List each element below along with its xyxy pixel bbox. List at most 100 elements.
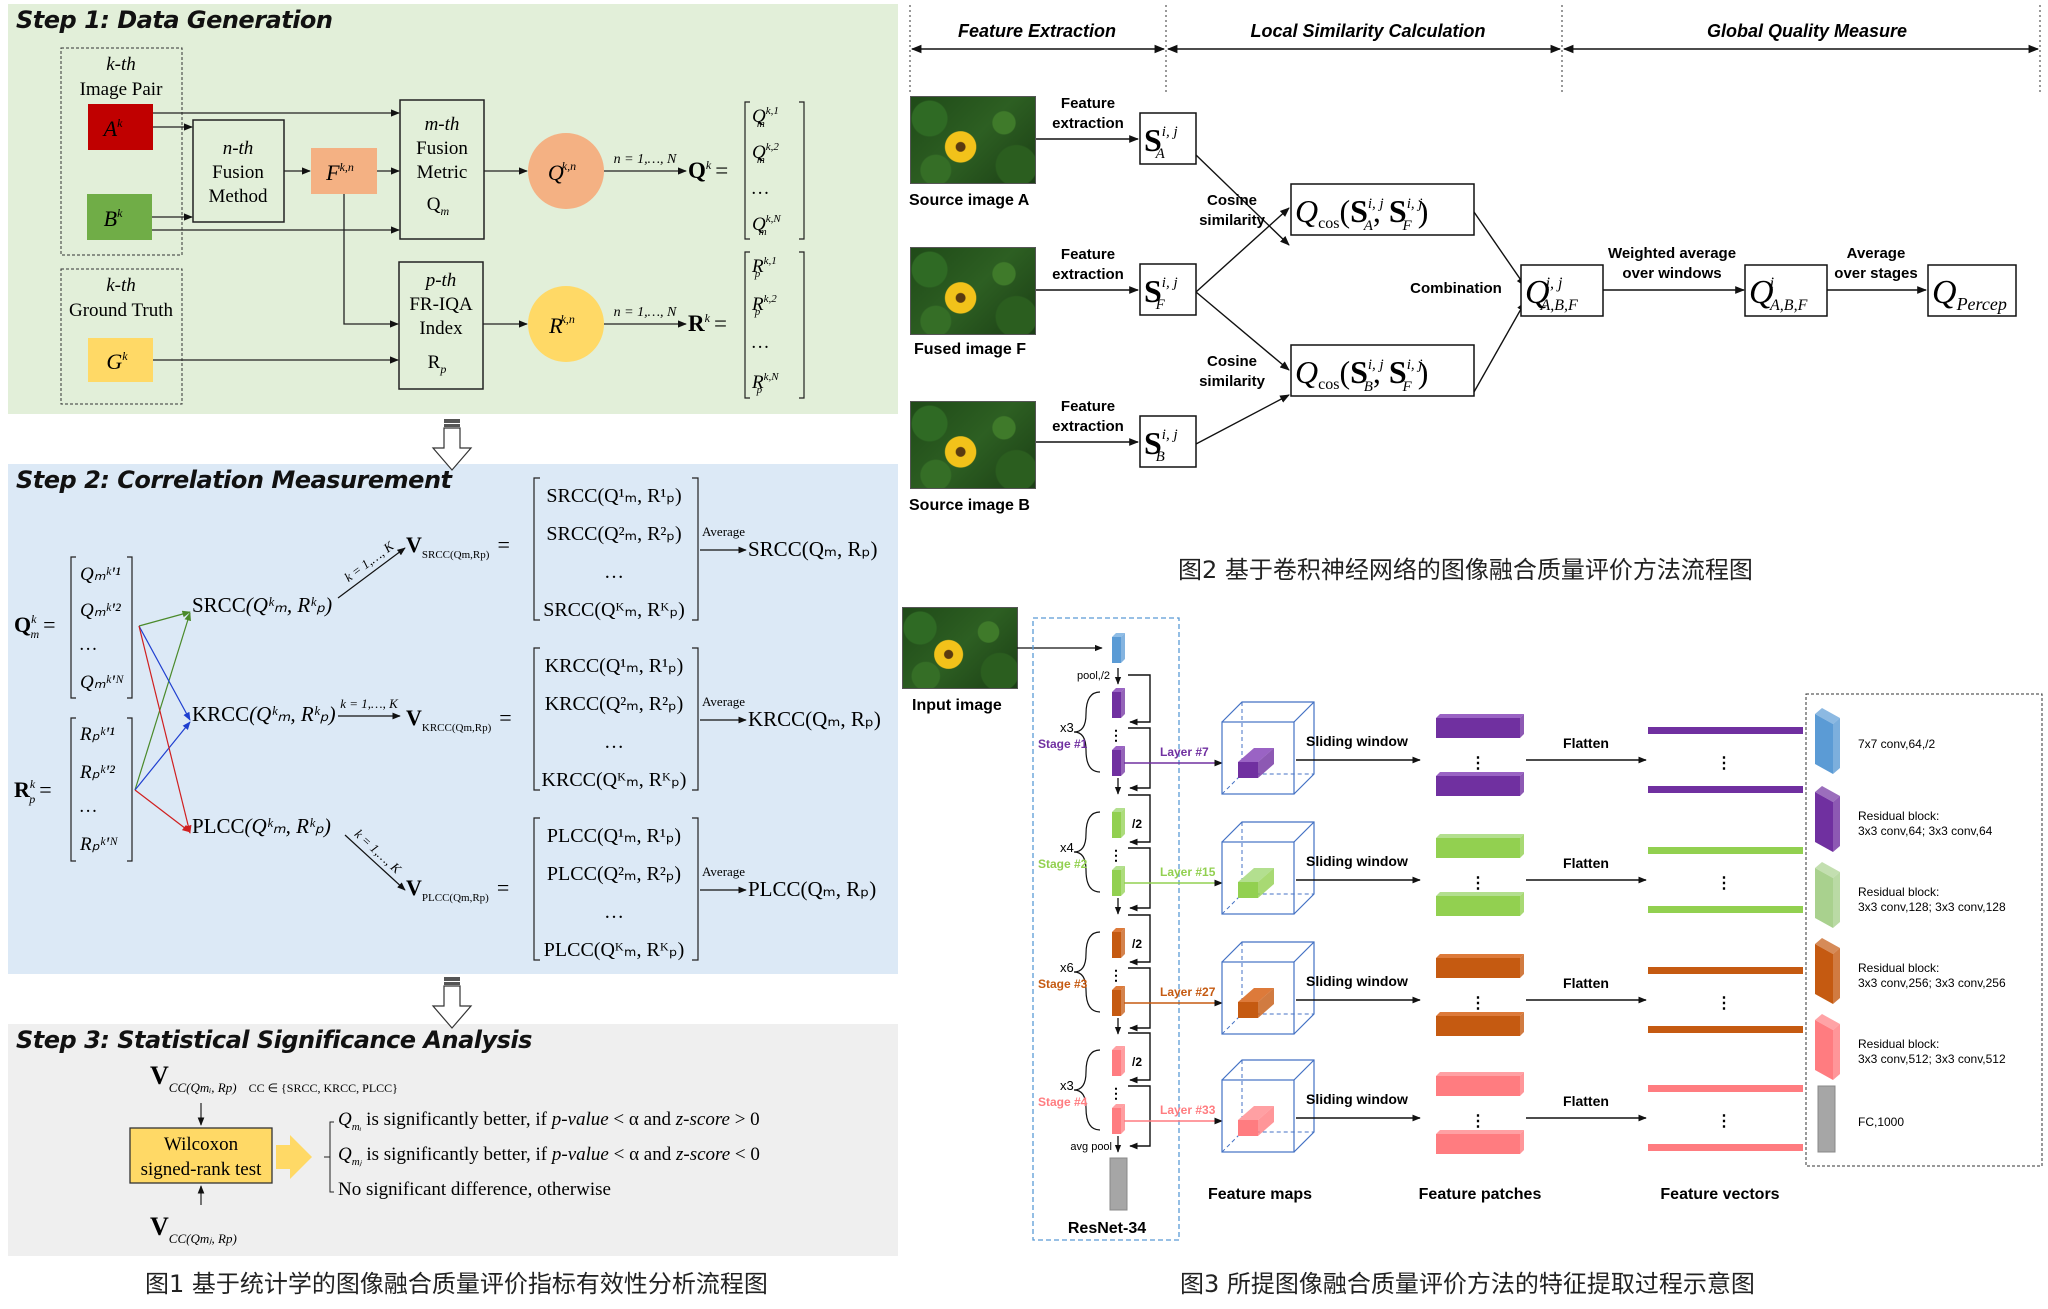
stage-brace (1073, 1049, 1101, 1131)
input-image (902, 607, 1018, 689)
feature-vector (1648, 786, 1803, 793)
feature-vector (1648, 1085, 1803, 1092)
feature-map-cube (1221, 721, 1295, 795)
avg-pool-label: avg pool (1070, 1141, 1112, 1153)
ground-truth-label-2: Ground Truth (69, 300, 173, 321)
flatten-label: Flatten (1563, 735, 1609, 751)
stage-repeat-label: x3 (1060, 720, 1074, 735)
step1-panel (8, 4, 898, 414)
fusion-method-line3: Method (208, 186, 268, 207)
ellipsis-icon: ⋮ (1470, 875, 1486, 892)
source-image-b (910, 401, 1036, 489)
fused-image-f (910, 247, 1036, 335)
pool-label: pool,/2 (1077, 670, 1110, 682)
arrow-r-to-plcc (134, 789, 191, 833)
figure3-caption: 图3 所提图像融合质量评价方法的特征提取过程示意图 (1180, 1270, 1755, 1298)
vector-bracket (533, 647, 699, 791)
qcos-box-2 (1290, 344, 1475, 397)
s-box-a (1139, 112, 1197, 165)
pipeline-row-4: Sliding window⋮Flatten⋮ (1221, 1059, 1803, 1154)
legend-text: 3x3 conv,64; 3x3 conv,64 (1858, 824, 1993, 838)
loop-label: k = 1,…, K (340, 696, 399, 711)
column-label-feature-patches: Feature patches (1419, 1186, 1542, 1203)
stage-name-label: Stage #4 (1038, 1095, 1088, 1109)
stage4-block-last (1112, 1104, 1125, 1134)
vector-entry: KRCC(Q²ₘ, R²ₚ) (545, 693, 684, 715)
feature-vector (1648, 1144, 1803, 1151)
feature-extraction-label: extraction (1052, 418, 1124, 435)
step2-panel (8, 464, 898, 974)
header-local-similarity: Local Similarity Calculation (1250, 21, 1485, 41)
stage3-block-last (1112, 986, 1125, 1016)
q-vector-bracket (744, 101, 805, 240)
feature-vector (1648, 727, 1803, 734)
feature-extraction-label: Feature (1061, 95, 1115, 112)
conv1-block (1112, 633, 1125, 663)
significance-outcomes: Qmᵢ is significantly better, if p-value … (338, 1109, 760, 1200)
line-sf-to-qcos2 (1195, 291, 1290, 371)
image-pair-label-2: Image Pair (80, 79, 164, 100)
step2-r-entry: … (80, 796, 97, 817)
stage2-block-first (1112, 808, 1125, 838)
skip-connection (1128, 914, 1151, 966)
skip-connection (1128, 1085, 1151, 1150)
vector-bracket (533, 817, 699, 961)
feature-vector (1648, 1026, 1803, 1033)
stage1-block-last (1112, 746, 1125, 776)
ellipsis-icon: ⋮ (1716, 875, 1732, 892)
layer-label: Layer #7 (1160, 745, 1209, 759)
legend-item: Residual block:3x3 conv,128; 3x3 conv,12… (1815, 862, 2006, 928)
q-vector-entry: … (752, 178, 769, 199)
line-sf-to-qcos1 (1195, 207, 1290, 293)
result-srcc: SRCC(Qₘ, Rₚ) (748, 537, 877, 561)
vector-entry: KRCC(Q¹ₘ, R¹ₚ) (545, 655, 684, 677)
result-krcc: KRCC(Qₘ, Rₚ) (748, 707, 881, 731)
flatten-label: Flatten (1563, 1093, 1609, 1109)
average-label: Average (702, 524, 745, 539)
arrow-q-to-plcc (138, 625, 192, 834)
figure2-caption: 图2 基于卷积神经网络的图像融合质量评价方法流程图 (1178, 556, 1753, 584)
fusion-metric-line3: Metric (417, 162, 468, 183)
ellipsis-icon: ⋮ (1716, 755, 1732, 772)
label-source-image-b: Source image B (909, 497, 1030, 514)
step3-title: Step 3: Statistical Significance Analysi… (16, 1026, 532, 1054)
ellipsis-icon: ⋮ (1109, 1087, 1123, 1102)
feature-patch (1436, 834, 1524, 838)
vector-entry: SRCC(Q¹ₘ, R¹ₚ) (546, 485, 681, 507)
ellipsis-icon: ⋮ (1109, 729, 1123, 744)
cosine-label-2a: Cosine (1207, 353, 1257, 370)
feature-extraction-arrows: FeatureextractionFeatureextractionFeatur… (1034, 95, 1139, 446)
arrow-r-to-krcc (134, 721, 191, 791)
q-percep-box (1927, 264, 2017, 317)
layer-label: Layer #15 (1160, 865, 1216, 879)
feature-patch (1436, 1012, 1524, 1016)
pipeline-row-3: Sliding window⋮Flatten⋮ (1221, 941, 1803, 1036)
feature-extraction-label: Feature (1061, 398, 1115, 415)
wilcoxon-test-box (129, 1127, 273, 1184)
r-vector-symbol: Rk= (688, 311, 727, 336)
sliding-window-label: Sliding window (1306, 853, 1408, 869)
line-sb-to-qcos2 (1195, 394, 1290, 445)
vector-entry: PLCC(Qᴷₘ, Rᴷₚ) (544, 939, 684, 961)
plcc-label: PLCC(Qᵏₘ, Rᵏₚ) (192, 814, 331, 838)
downsample-label: /2 (1132, 1055, 1142, 1069)
skip-connection (1128, 967, 1151, 1032)
wilcoxon-line1: Wilcoxon (164, 1134, 239, 1155)
cosine-label-1b: similarity (1199, 212, 1266, 229)
average-label: Average (702, 694, 745, 709)
vector-entry: KRCC(Qᴷₘ, Rᴷₚ) (542, 769, 687, 791)
ground-truth-g-label: Gk (106, 349, 128, 374)
legend-text: Residual block: (1858, 1037, 1939, 1051)
loop-label-q: n = 1,…, N (614, 152, 677, 167)
ellipsis-icon: ⋮ (1470, 995, 1486, 1012)
